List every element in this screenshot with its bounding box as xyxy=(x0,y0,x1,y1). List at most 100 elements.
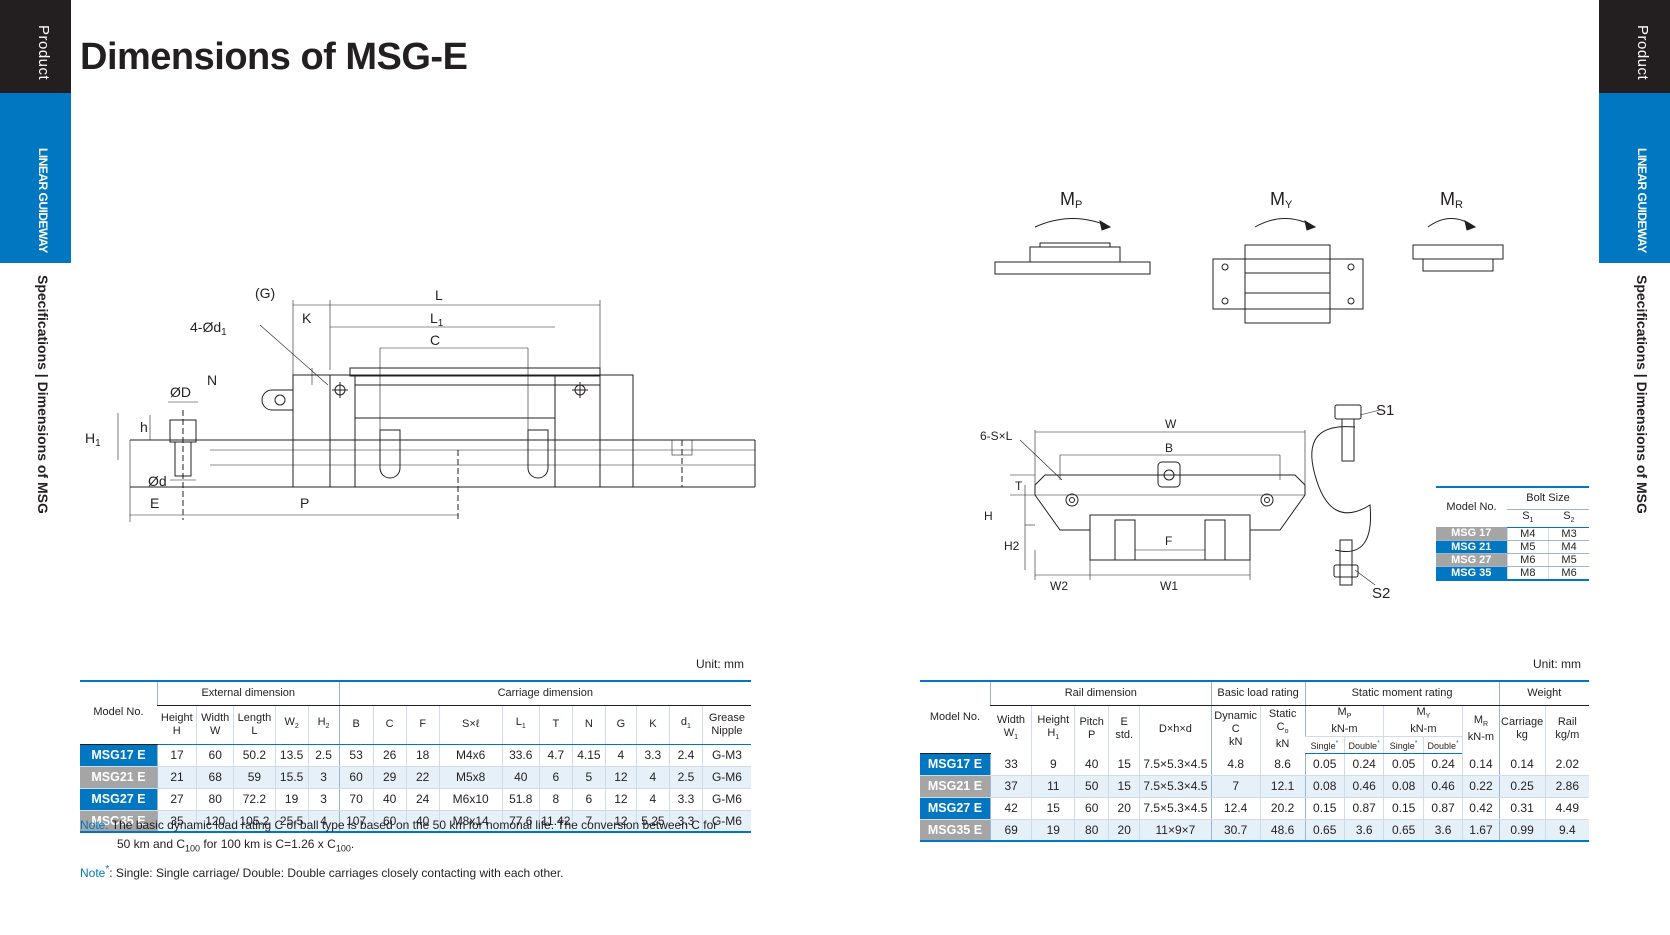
bolt-cell: M5 xyxy=(1506,540,1549,554)
linear-guideway-label-right: LINEAR GUIDEWAY xyxy=(1635,148,1649,253)
table-cell: 60 xyxy=(338,766,374,789)
static-moment-rating-header: Static moment rating xyxy=(1304,680,1500,706)
table-cell: 4.49 xyxy=(1544,797,1589,820)
table-cell: 0.46 xyxy=(1343,775,1384,798)
table-cell: 4.15 xyxy=(571,744,606,767)
table-cell: 0.22 xyxy=(1462,775,1500,798)
table-cell: 15 xyxy=(1108,753,1140,776)
table-cell: 3.3 xyxy=(635,744,670,767)
linear-guideway-tab[interactable]: LINEAR GUIDEWAY xyxy=(0,93,71,263)
table-cell: 4 xyxy=(307,810,340,833)
table-cell: G-M6 xyxy=(701,788,751,811)
label-g: (G) xyxy=(255,285,275,301)
table-cell: 0.05 xyxy=(1304,753,1345,776)
note-2: Note*: Single: Single carriage/ Double: … xyxy=(80,860,760,883)
table-cell: 7.5×5.3×4.5 xyxy=(1139,775,1212,798)
table-cell: 7.5×5.3×4.5 xyxy=(1139,753,1212,776)
table-cell: 11×9×7 xyxy=(1139,819,1212,843)
table-cell: 9 xyxy=(1031,753,1075,776)
label-l1: L1 xyxy=(430,310,444,329)
table-cell: 0.08 xyxy=(1304,775,1345,798)
table-cell: 12.4 xyxy=(1210,797,1261,820)
table-cell: 59 xyxy=(233,766,276,789)
label-n: N xyxy=(207,372,217,388)
note-2-star: * xyxy=(105,864,110,875)
table-cell: 0.25 xyxy=(1498,775,1546,798)
table-cell: G-M3 xyxy=(701,744,751,767)
table-cell: 0.99 xyxy=(1498,819,1546,843)
table-cell: 0.42 xyxy=(1462,797,1500,820)
model-cell: MSG27 E xyxy=(920,797,991,820)
breadcrumb-dimensions: Dimensions of MSG xyxy=(35,381,51,514)
label-t: T xyxy=(1015,479,1023,493)
model-cell: MSG27 E xyxy=(80,788,158,811)
col-sxl: S×ℓ xyxy=(438,705,503,745)
table-cell: 107 xyxy=(338,810,374,833)
table-cell: 4 xyxy=(635,766,670,789)
table-cell: 0.08 xyxy=(1383,775,1424,798)
linear-guideway-tab-right[interactable]: LINEAR GUIDEWAY xyxy=(1599,93,1670,263)
table-cell: M5x8 xyxy=(438,766,503,789)
side-view-drawing: (G) L K L1 4-Ød1 C N ØD H1 h Ød E P xyxy=(85,285,756,522)
table-cell: 2.5 xyxy=(668,766,703,789)
table-cell: 25.5 xyxy=(274,810,309,833)
table-cell: 5 xyxy=(571,766,606,789)
bolt-model-header: Model No. xyxy=(1436,485,1507,528)
table-cell: 30.7 xyxy=(1210,819,1261,843)
label-od: ØD xyxy=(170,384,191,400)
table-cell: 19 xyxy=(1031,819,1075,843)
col-dhd: D×h×d xyxy=(1139,705,1212,754)
table-cell: 2.5 xyxy=(307,744,340,767)
table-cell: G-M6 xyxy=(701,810,751,833)
model-cell: MSG35 E xyxy=(80,810,158,833)
table-cell: 0.24 xyxy=(1343,753,1384,776)
note-1-text-c: for 100 km is C=1.26 x C xyxy=(200,837,336,851)
model-header-right: Model No. xyxy=(920,679,991,754)
bolt-s1-header: S1 xyxy=(1507,509,1549,528)
col-k: K xyxy=(635,705,670,745)
carriage-dimension-table: Model No. External dimension Carriage di… xyxy=(80,680,751,833)
bolt-cell: M4 xyxy=(1506,527,1549,541)
note-2-text: : Single: Single carriage/ Double: Doubl… xyxy=(109,866,564,880)
note-1-sub2: 100 xyxy=(335,843,351,854)
table-cell: M8x14 xyxy=(438,810,503,833)
bolt-cell: M4 xyxy=(1548,540,1589,554)
model-cell: MSG21 E xyxy=(80,766,158,789)
note-1: Note: The basic dynamic load rating C of… xyxy=(80,816,760,858)
col-c: C xyxy=(372,705,407,745)
table-cell: 0.87 xyxy=(1422,797,1463,820)
table-cell: 40 xyxy=(405,810,440,833)
product-tab-right[interactable]: Product xyxy=(1599,0,1670,93)
product-tab-label: Product xyxy=(35,25,52,81)
table-cell: 0.15 xyxy=(1383,797,1424,820)
table-cell: 40 xyxy=(372,788,407,811)
table-cell: 4 xyxy=(635,788,670,811)
label-p: P xyxy=(300,495,309,511)
label-e: E xyxy=(150,495,159,511)
table-cell: 8 xyxy=(538,788,573,811)
table-cell: 53 xyxy=(338,744,374,767)
basic-load-rating-header: Basic load rating xyxy=(1210,680,1305,706)
col-l1: L1 xyxy=(501,705,540,745)
rail-dimension-header: Rail dimension xyxy=(989,680,1212,706)
product-tab[interactable]: Product xyxy=(0,0,71,93)
bolt-cell: M6 xyxy=(1548,566,1589,581)
table-cell: M4x6 xyxy=(438,744,503,767)
label-h-right: H xyxy=(984,509,993,523)
table-cell: 4 xyxy=(604,744,637,767)
table-cell: 3.6 xyxy=(1343,819,1384,843)
table-cell: 0.65 xyxy=(1383,819,1424,843)
